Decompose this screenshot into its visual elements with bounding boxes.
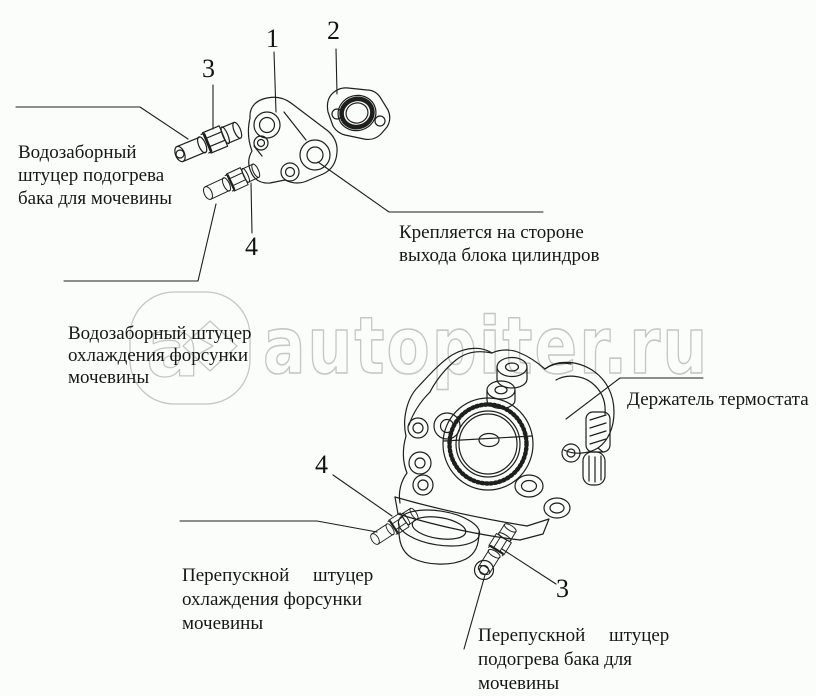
part-1-bracket (247, 96, 338, 184)
leader-3-bottom (501, 548, 557, 585)
leader-bypass-cooling (179, 520, 378, 533)
label-line: бака для мочевины (18, 188, 172, 209)
label-intake-heater: Водозаборный штуцер подогрева бака для м… (18, 141, 172, 210)
callout-2: 2 (327, 16, 340, 45)
watermark-layer: a autopiter.ru (129, 291, 709, 405)
leader-4-top (250, 182, 253, 234)
label-line: охлаждения форсунки (182, 589, 363, 610)
label-line: Водозаборный штуцер (68, 323, 252, 344)
part-2-gasket (326, 87, 391, 141)
label-line: Держатель термостата (627, 389, 809, 410)
callout-4-bottom: 4 (315, 450, 328, 479)
callout-3-bottom: 3 (556, 574, 569, 603)
label-mount-note: Крепляется на стороне выхода блока цилин… (399, 221, 599, 267)
watermark-text: autopiter.ru (263, 300, 709, 391)
label-line: подогрева бака для (478, 649, 633, 670)
label-line: охлаждения форсунки (68, 345, 249, 366)
leader-mount-note (317, 161, 544, 213)
autopiter-logo: a (129, 291, 251, 405)
label-thermostat-holder: Держатель термостата (627, 388, 809, 411)
leader-4-bottom (332, 474, 393, 517)
leader-thermostat-holder (565, 377, 704, 420)
label-intake-cooling: Водозаборный штуцер охлаждения форсунки … (68, 323, 252, 389)
label-bypass-cooling: Перепускной штуцер охлаждения форсунки м… (182, 564, 373, 636)
leader-2 (335, 48, 338, 95)
label-line: Перепускной штуцер (182, 565, 374, 586)
label-line: Крепляется на стороне (399, 222, 584, 243)
label-line: мочевины (68, 367, 150, 388)
logo-letter: a (146, 302, 200, 395)
leader-1 (273, 51, 277, 113)
label-line: Водозаборный (18, 142, 137, 163)
thermostat-housing (394, 347, 615, 565)
label-line: выхода блока цилиндров (399, 245, 600, 266)
part-4-fitting-top (199, 160, 264, 205)
callout-1: 1 (266, 24, 279, 53)
part-3-fitting-top (170, 117, 246, 168)
callout-4-top: 4 (245, 232, 258, 261)
leader-intake-heater (15, 106, 189, 140)
leader-intake-cooling (63, 203, 217, 282)
leader-lines (15, 48, 704, 650)
label-line: Перепускной штуцер (478, 625, 670, 646)
label-line: мочевины (182, 613, 264, 634)
label-bypass-heater: Перепускной штуцер подогрева бака для мо… (478, 624, 669, 696)
label-line: мочевины (478, 673, 560, 694)
callout-3-top: 3 (202, 54, 215, 83)
label-line: штуцер подогрева (18, 165, 165, 186)
part-3-fitting-bottom (473, 520, 521, 581)
leader-bypass-heater (463, 574, 486, 650)
